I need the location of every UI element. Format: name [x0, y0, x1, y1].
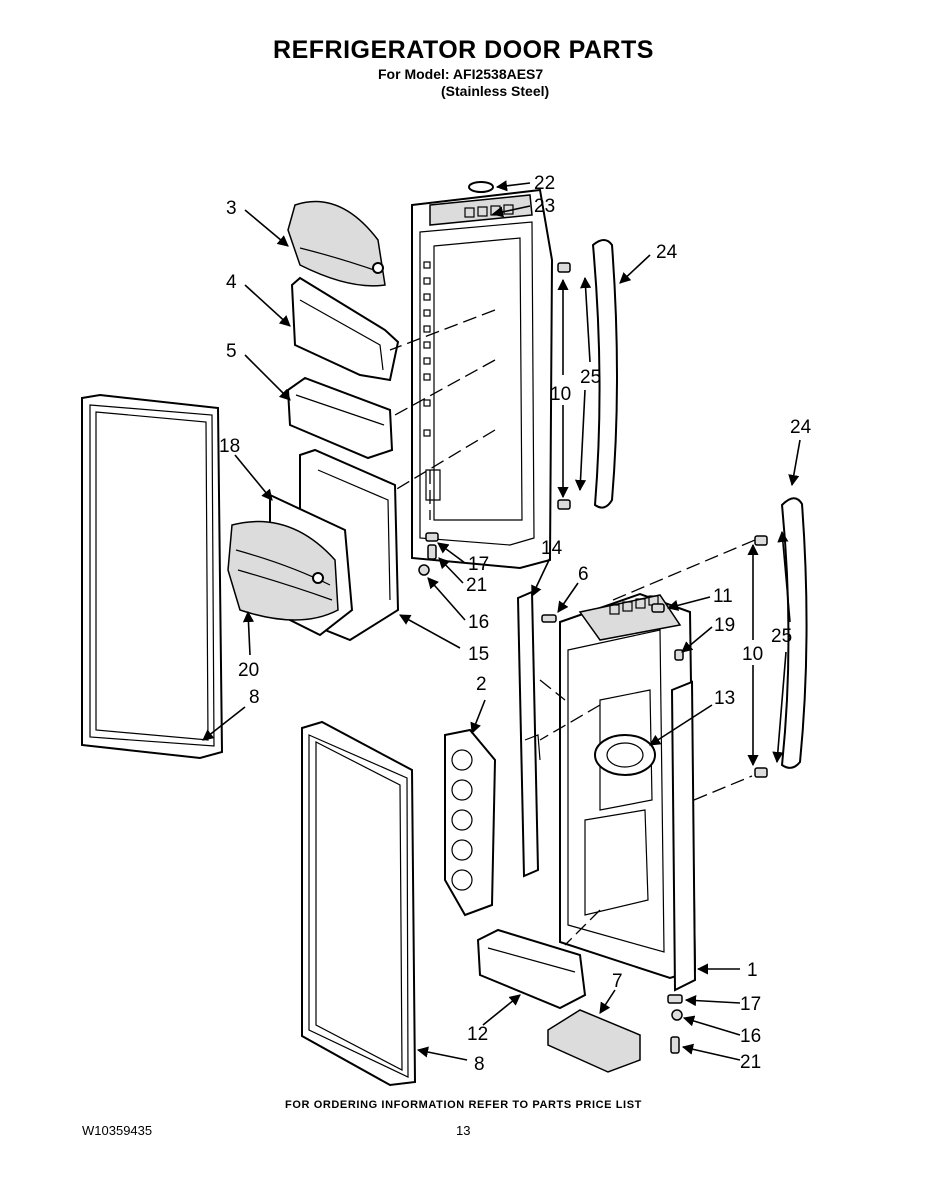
callout-2: 2	[476, 674, 487, 695]
callout-25-upper: 25	[580, 367, 601, 388]
left-door-liner	[411, 188, 554, 570]
callout-15: 15	[468, 644, 489, 665]
callout-6: 6	[578, 564, 589, 585]
document-number: W10359435	[82, 1123, 153, 1138]
callout-23: 23	[534, 196, 555, 217]
part-22-cap	[468, 181, 494, 193]
callout-16-lower: 16	[740, 1026, 761, 1047]
callout-18: 18	[219, 436, 240, 457]
callout-17-upper: 17	[468, 554, 489, 575]
callout-8-lower: 8	[474, 1054, 485, 1075]
part-14-hinge-strip	[516, 590, 541, 878]
part-4-bin	[290, 276, 400, 382]
callout-8-upper: 8	[249, 687, 260, 708]
part-7-tray	[547, 1009, 641, 1073]
callout-10-lower: 10	[742, 644, 763, 665]
page-title: REFRIGERATOR DOOR PARTS	[273, 36, 654, 64]
callout-19: 19	[714, 615, 735, 636]
callout-numbers: 22 23 3 24 4 5 25 10 18 24 17 21 14 6 16…	[219, 173, 812, 1075]
callout-16-upper: 16	[468, 612, 489, 633]
callout-12: 12	[467, 1024, 488, 1045]
part-20-ice-bin-door	[227, 520, 339, 621]
finish-line: (Stainless Steel)	[441, 83, 550, 99]
part-13-dispenser-ring	[594, 734, 656, 776]
callout-14: 14	[541, 538, 563, 559]
callout-10-upper: 10	[550, 384, 571, 405]
part-8-gasket-upper	[81, 393, 224, 760]
callout-24-upper: 24	[656, 242, 678, 263]
part-5-shelf	[286, 376, 394, 460]
part-24-handle-lower	[780, 497, 808, 769]
callout-20: 20	[238, 660, 259, 681]
part-3-bin-cover	[287, 200, 386, 287]
part-24-handle-upper	[591, 239, 618, 509]
part-1-door-edge	[670, 680, 697, 992]
callout-21-lower: 21	[740, 1052, 761, 1073]
part-8-gasket-lower	[301, 720, 417, 1087]
part-2-door-bin	[444, 728, 497, 917]
ordering-note: FOR ORDERING INFORMATION REFER TO PARTS …	[285, 1099, 642, 1111]
callout-24-lower: 24	[790, 417, 812, 438]
part-12-bin	[476, 928, 587, 1010]
alignment-lines	[389, 309, 756, 946]
callout-7: 7	[612, 971, 623, 992]
model-line: For Model: AFI2538AES7	[378, 66, 544, 82]
callout-1: 1	[747, 960, 758, 981]
callout-21-upper: 21	[466, 575, 487, 596]
callout-22: 22	[534, 173, 555, 194]
leader-lines	[202, 180, 801, 1061]
callout-13: 13	[714, 688, 735, 709]
callout-11: 11	[713, 586, 733, 607]
callout-5: 5	[226, 341, 237, 362]
page-number: 13	[456, 1123, 471, 1138]
callout-25-lower: 25	[771, 626, 792, 647]
callout-17-lower: 17	[740, 994, 761, 1015]
callout-3: 3	[226, 198, 237, 219]
callout-4: 4	[226, 272, 237, 293]
small-hardware	[418, 262, 768, 1054]
